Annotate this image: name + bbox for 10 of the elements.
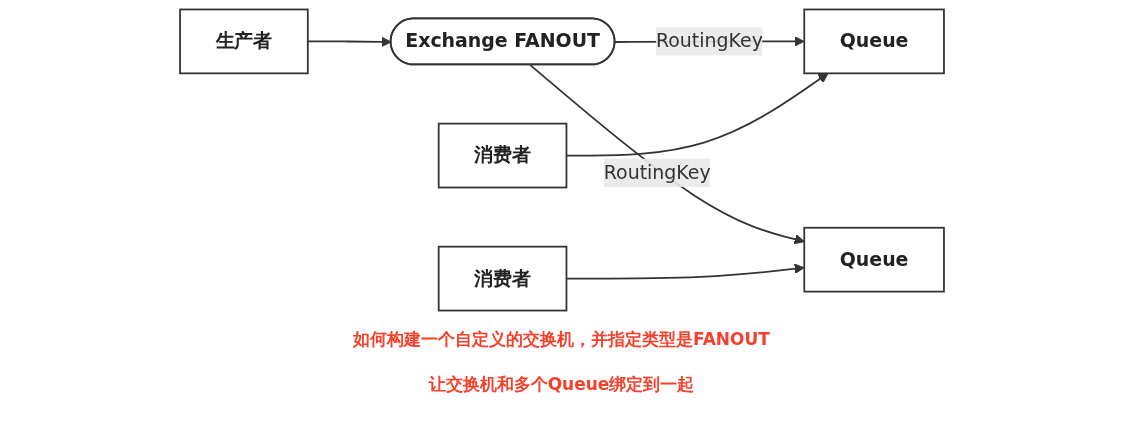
node-box: 消费者	[437, 245, 567, 312]
edge-label: RoutingKey	[603, 160, 711, 184]
note-text: 如何构建一个自定义的交换机，并指定类型是FANOUT	[353, 328, 770, 351]
node-box: Queue	[802, 8, 945, 75]
edge-label: RoutingKey	[655, 29, 763, 53]
node-box: Queue	[802, 226, 945, 293]
node-box: 生产者	[178, 8, 309, 75]
node-box: 消费者	[437, 122, 567, 189]
arrow	[565, 72, 828, 157]
note-text: 让交换机和多个Queue绑定到一起	[428, 373, 695, 396]
